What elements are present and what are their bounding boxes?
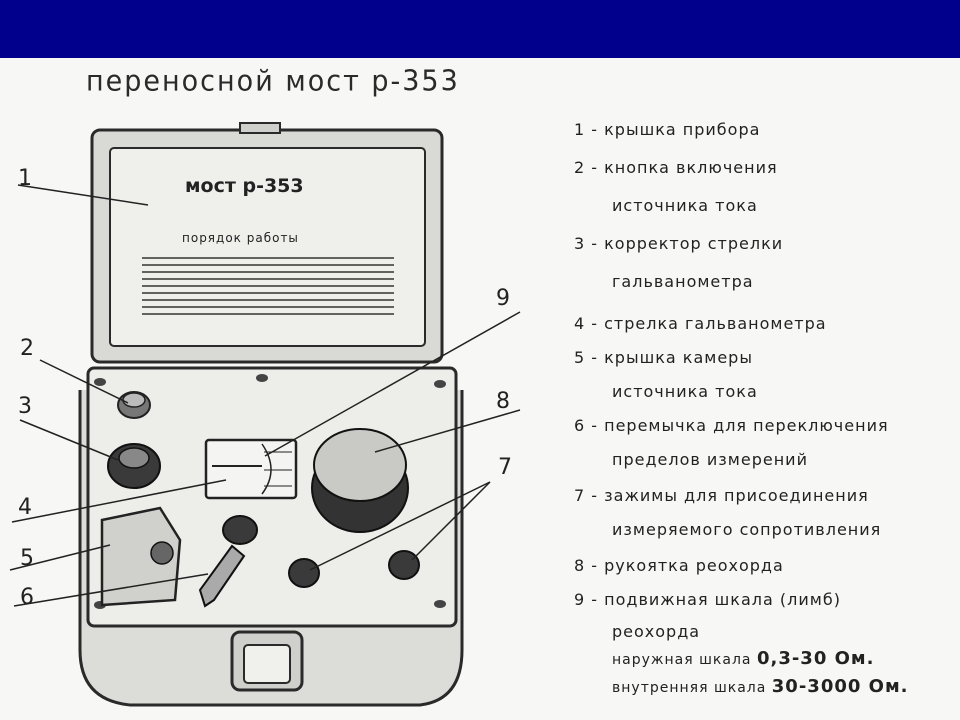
leader-lines	[9, 184, 521, 607]
legend-item-4: 4 - стрелка гальванометра	[574, 314, 827, 333]
lid-instructions-heading: порядок работы	[182, 231, 299, 245]
outer-scale-label: наружная шкала	[612, 652, 752, 668]
callout-2: 2	[20, 336, 34, 361]
callout-6: 6	[20, 585, 34, 610]
corrector-knob	[107, 443, 161, 489]
inner-scale-value: 30-3000 Ом.	[771, 676, 909, 697]
callout-4: 4	[18, 495, 32, 520]
diagram-title: переносной мост р-353	[86, 65, 460, 98]
rheochord-handle	[311, 428, 409, 533]
callout-1: 1	[18, 166, 32, 191]
battery-cover	[100, 506, 182, 607]
legend-item-9-cont: реохорда	[612, 622, 701, 641]
legend-item-6-cont: пределов измерений	[612, 450, 808, 469]
legend-item-2: 2 - кнопка включения	[574, 158, 778, 177]
legend-item-7-cont: измеряемого сопротивления	[612, 520, 882, 539]
inner-scale-label: внутренняя шкала	[612, 680, 767, 696]
inner-scale: внутренняя шкала 30-3000 Ом.	[612, 676, 909, 697]
legend-item-7: 7 - зажимы для присоединения	[574, 486, 869, 505]
range-jumper	[198, 515, 258, 608]
callout-3: 3	[18, 394, 32, 419]
callout-5: 5	[20, 546, 34, 571]
device-lid	[90, 122, 444, 364]
callout-9: 9	[496, 286, 510, 311]
corner-screws	[94, 374, 446, 609]
legend-item-2-cont: источника тока	[612, 196, 758, 215]
legend-item-3-cont: гальванометра	[612, 272, 754, 291]
legend-item-3: 3 - корректор стрелки	[574, 234, 784, 253]
lid-text-lines	[142, 257, 394, 315]
lid-device-name: мост р-353	[185, 175, 304, 197]
legend-item-6: 6 - перемычка для переключения	[574, 416, 889, 435]
legend-item-9: 9 - подвижная шкала (лимб)	[574, 590, 841, 609]
terminal-clamps	[288, 550, 420, 588]
legend-item-1: 1 - крышка прибора	[574, 120, 761, 139]
legend-item-5-cont: источника тока	[612, 382, 758, 401]
legend-item-5: 5 - крышка камеры	[574, 348, 753, 367]
outer-scale: наружная шкала 0,3-30 Ом.	[612, 648, 874, 669]
galvanometer-window	[204, 438, 298, 500]
power-button	[117, 391, 151, 419]
outer-scale-value: 0,3-30 Ом.	[756, 648, 875, 669]
callout-7: 7	[498, 455, 512, 480]
callout-8: 8	[496, 389, 510, 414]
legend-item-8: 8 - рукоятка реохорда	[574, 556, 784, 575]
title-bar	[0, 0, 960, 58]
